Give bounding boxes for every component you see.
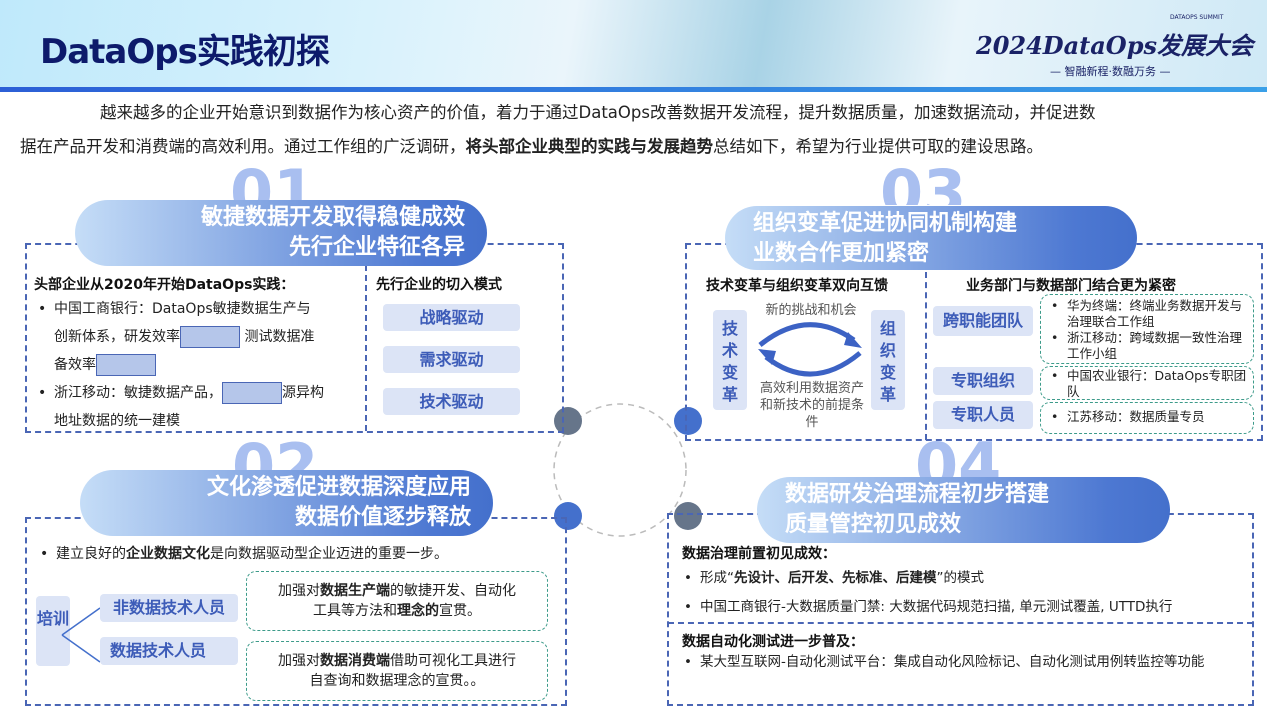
section-number: 04	[915, 436, 1002, 478]
list-item: 华为终端：终端业务数据开发与治理联合工作组	[1047, 298, 1247, 330]
note-box: 加强对数据消费端借助可视化工具进行自查询和数据理念的宣贯。。	[246, 641, 548, 701]
row-items: 江苏移动：数据质量专员	[1040, 402, 1254, 434]
redacted-box	[222, 382, 282, 404]
header-banner	[0, 0, 1267, 88]
row-items: 华为终端：终端业务数据开发与治理联合工作组浙江移动：跨域数据一致性治理工作小组	[1040, 294, 1254, 364]
heading: 数据自动化测试进一步普及：	[682, 634, 864, 650]
list-item: 中国工商银行-大数据质量门禁: 大数据代码规范扫描, 单元测试覆盖, UTTD执…	[680, 593, 1255, 622]
divider	[925, 272, 927, 440]
section-4-title: 数据研发治理流程初步搭建质量管控初见成效	[757, 477, 1170, 543]
title-line: 质量管控初见成效	[785, 512, 962, 537]
divider	[365, 265, 367, 431]
mode-strategy: 战略驱动	[383, 304, 520, 331]
section-3-title: 组织变革促进协同机制构建业数合作更加紧密	[725, 206, 1137, 270]
heading: 数据治理前置初见成效：	[682, 546, 836, 562]
redacted-box	[96, 354, 156, 376]
title-line: 业数合作更加紧密	[753, 241, 930, 266]
redacted-box	[180, 326, 240, 348]
section-number: 03	[880, 163, 967, 205]
page-title: DataOps实践初探	[40, 32, 330, 72]
dot-gray	[554, 407, 582, 435]
bullet-list: 建立良好的企业数据文化是向数据驱动型企业迈进的重要一步。	[36, 540, 448, 568]
tech-change-label: 技术变革	[713, 310, 747, 410]
section-1-title: 敏捷数据开发取得稳健成效先行企业特征各异	[75, 200, 487, 266]
cycle-arrows-icon	[758, 322, 862, 377]
group-tech: 数据技术人员	[100, 637, 238, 665]
dot-gray	[674, 502, 702, 530]
intro-text: 总结如下，希望为行业提供可取的建设思路。	[713, 137, 1043, 156]
heading: 先行企业的切入模式	[376, 277, 502, 293]
summit-logo: 2024DataOps发展大会	[976, 31, 1253, 60]
note-box: 加强对数据生产端的敏捷开发、自动化工具等方法和理念的宣贯。	[246, 571, 548, 631]
section-2-title: 文化渗透促进数据深度应用数据价值逐步释放	[80, 470, 493, 536]
heading: 业务部门与数据部门结合更为紧密	[966, 278, 1176, 294]
mode-demand: 需求驱动	[383, 346, 520, 373]
heading: 技术变革与组织变革双向互馈	[706, 278, 888, 294]
list-item: 浙江移动：跨域数据一致性治理工作小组	[1047, 330, 1247, 362]
section-number: 01	[230, 163, 317, 205]
title-line: 文化渗透促进数据深度应用	[206, 475, 471, 500]
top-label: 新的挑战和机会	[765, 303, 857, 318]
dot-blue	[674, 407, 702, 435]
intro-bold: 将头部企业典型的实践与发展趋势	[465, 137, 714, 156]
bullet-list: 某大型互联网-自动化测试平台：集成自动化风险标记、自动化测试用例转监控等功能	[680, 652, 1240, 672]
list-item: 某大型互联网-自动化测试平台：集成自动化风险标记、自动化测试用例转监控等功能	[680, 652, 1240, 672]
header-divider	[0, 87, 1267, 92]
logo-small-text: DATAOPS SUMMIT	[1170, 14, 1224, 21]
heading: 头部企业从2020年开始DataOps实践：	[34, 277, 295, 293]
intro-text: 据在产品开发和消费端的高效利用。通过工作组的广泛调研，	[20, 137, 466, 156]
list-item: 形成“先设计、后开发、先标准、后建模”的模式	[680, 564, 1255, 593]
mode-tech: 技术驱动	[383, 388, 520, 415]
divider	[668, 622, 1253, 624]
center-ring	[553, 403, 687, 537]
list-item: 中国农业银行：DataOps专职团队	[1047, 368, 1247, 400]
list-item: 江苏移动：数据质量专员	[1047, 403, 1247, 431]
row-label-cross-functional: 跨职能团队	[933, 306, 1033, 336]
slogan: — 智融新程·数融万务 —	[1050, 65, 1171, 78]
branch-lines	[61, 607, 101, 663]
bullet-list: 形成“先设计、后开发、先标准、后建模”的模式中国工商银行-大数据质量门禁: 大数…	[680, 564, 1255, 622]
training-label: 培训	[36, 596, 70, 666]
intro-line-1: 越来越多的企业开始意识到数据作为核心资产的价值，着力于通过DataOps改善数据…	[100, 103, 1096, 122]
dot-blue	[554, 502, 582, 530]
title-line: 敏捷数据开发取得稳健成效	[200, 205, 465, 230]
list-item: 建立良好的企业数据文化是向数据驱动型企业迈进的重要一步。	[36, 540, 448, 568]
row-label-dedicated-org: 专职组织	[933, 367, 1033, 395]
group-non-tech: 非数据技术人员	[100, 594, 238, 622]
row-label-dedicated-staff: 专职人员	[933, 401, 1033, 429]
org-change-label: 组织变革	[871, 310, 905, 410]
intro-line-2: 据在产品开发和消费端的高效利用。通过工作组的广泛调研，将头部企业典型的实践与发展…	[20, 130, 1043, 164]
bottom-label: 高效利用数据资产和新技术的前提条件	[759, 381, 864, 430]
title-line: 数据研发治理流程初步搭建	[785, 482, 1050, 507]
row-items: 中国农业银行：DataOps专职团队	[1040, 366, 1254, 400]
title-line: 先行企业特征各异	[288, 235, 465, 260]
title-line: 组织变革促进协同机制构建	[753, 211, 1018, 236]
title-line: 数据价值逐步释放	[294, 505, 471, 530]
